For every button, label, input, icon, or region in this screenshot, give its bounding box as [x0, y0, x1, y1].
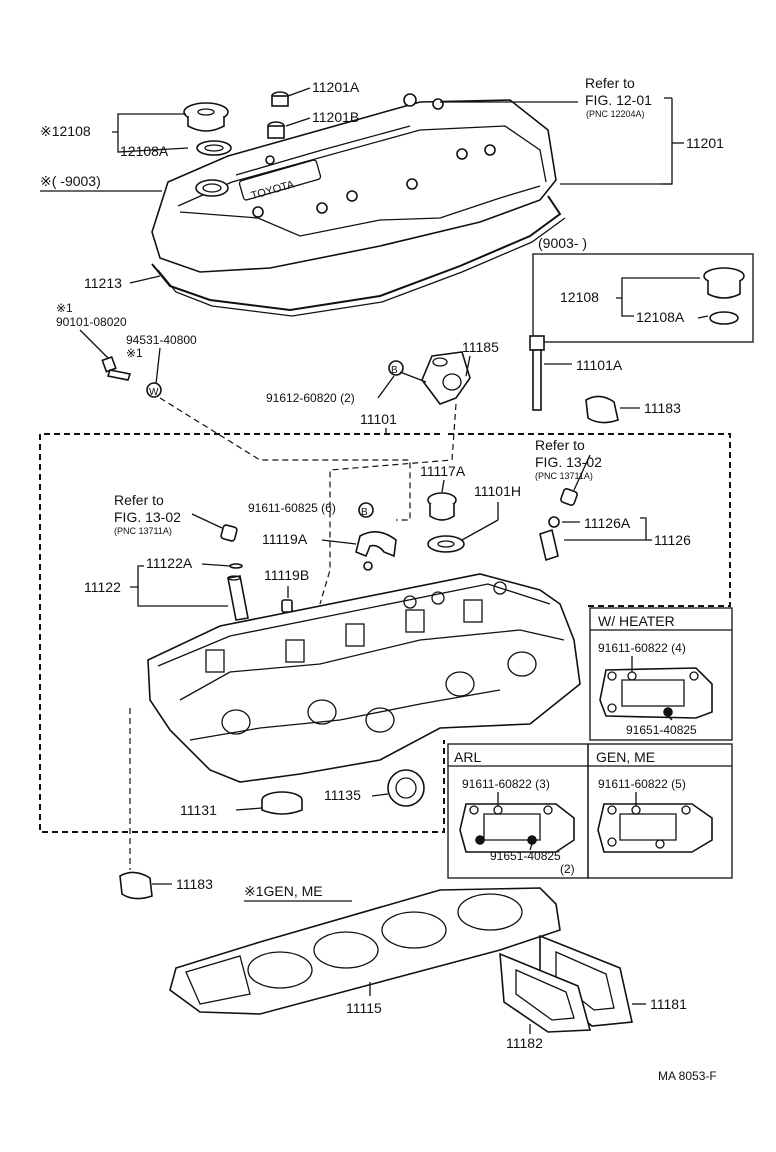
label-11101: 11101 [360, 411, 397, 427]
heater-bolt-label: 91611-60822 (4) [598, 641, 686, 655]
box-gen-me: GEN, ME 91611-60822 (5) [587, 743, 733, 879]
label-11213: 11213 [84, 275, 122, 291]
note-9003: ※( -9003) [40, 173, 101, 189]
pin-11119B[interactable] [281, 599, 293, 613]
box-9003-title: (9003- ) [538, 235, 587, 251]
valve-guide-11122[interactable] [227, 575, 249, 621]
refer2-line1: Refer to [535, 437, 585, 453]
seal-11135[interactable] [387, 769, 425, 807]
bracket-11119A[interactable] [355, 531, 397, 558]
label-94531-40800: 94531-40800 [126, 333, 197, 347]
plug-11183-top[interactable] [585, 395, 619, 424]
arl-title: ARL [454, 749, 481, 765]
arl-bolt-label: 91611-60822 (3) [462, 777, 550, 791]
label-11122A: 11122A [146, 555, 193, 571]
label-11183-top: 11183 [644, 400, 681, 416]
diagram-code: MA 8053-F [658, 1069, 717, 1083]
cap-gasket[interactable] [196, 140, 232, 156]
grommet-11201B[interactable] [267, 121, 285, 139]
heater-nut-label: 91651-40825 [626, 723, 697, 737]
label-11182: 11182 [506, 1035, 543, 1051]
b-letter: B [391, 365, 398, 376]
refer2-line2: FIG. 13-02 [535, 454, 602, 470]
refer3-line2: FIG. 13-02 [114, 509, 181, 525]
valve-11126[interactable] [539, 516, 560, 562]
refer3-line3: (PNC 13711A) [114, 526, 172, 536]
refer1-line3: (PNC 12204A) [586, 109, 645, 119]
b-letter-2: B [361, 507, 368, 518]
box-w-heater: W/ HEATER 91611-60822 (4) 91651-40825 [589, 607, 733, 741]
washer-star: ※1 [126, 346, 143, 360]
box-label-12108A: 12108A [636, 309, 685, 325]
arl-nut-label: 91651-40825 [490, 849, 561, 863]
seal-11117A[interactable] [427, 492, 457, 521]
bolt-90101[interactable] [101, 355, 132, 381]
bolt-star: ※1 [56, 301, 73, 315]
cap-gasket-alt[interactable] [709, 311, 739, 325]
oil-filler-cap[interactable] [183, 102, 229, 132]
label-91612-60820: 91612-60820 (2) [266, 391, 355, 405]
filler-cap-alt[interactable] [703, 267, 745, 299]
arl-nut-qty: (2) [560, 862, 575, 876]
head-gasket[interactable] [169, 887, 561, 1015]
refer2-line3: (PNC 13711A) [535, 471, 593, 481]
lifter-left[interactable] [220, 524, 238, 542]
label-11131: 11131 [180, 802, 217, 818]
label-12108: ※12108 [40, 123, 91, 139]
label-11126: 11126 [654, 532, 691, 548]
b-marker [388, 360, 404, 376]
label-11135: 11135 [324, 787, 361, 803]
label-11181: 11181 [650, 996, 687, 1012]
refer1-line2: FIG. 12-01 [585, 92, 652, 108]
box-label-12108: 12108 [560, 289, 599, 305]
grommet-11201A[interactable] [271, 91, 289, 107]
label-11201: 11201 [686, 135, 724, 151]
refer1-line1: Refer to [585, 75, 635, 91]
genme-note: ※1GEN, ME [244, 883, 323, 899]
label-91611-60825: 91611-60825 (6) [248, 501, 336, 515]
seal-11131[interactable] [261, 791, 303, 815]
head-bolt-11101A[interactable] [529, 335, 545, 411]
heater-title: W/ HEATER [598, 613, 675, 629]
bracket-11185[interactable] [421, 351, 471, 405]
box-arl: ARL 91611-60822 (3) 91651-40825 (2) [447, 743, 589, 879]
label-11117A: 11117A [420, 463, 466, 479]
washer-11101H[interactable] [427, 535, 465, 553]
washer-letter: W [149, 387, 159, 398]
cylinder-head[interactable] [147, 573, 581, 783]
label-11126A: 11126A [584, 515, 631, 531]
valve-lifter-top[interactable] [560, 488, 578, 506]
b-marker-2 [358, 502, 374, 518]
label-11201A: 11201A [312, 79, 360, 95]
label-12108A: 12108A [120, 143, 169, 159]
plug-11183-bottom[interactable] [119, 871, 153, 900]
genme-title: GEN, ME [596, 749, 655, 765]
label-11115: 11115 [346, 1000, 382, 1016]
label-11119A: 11119A [262, 531, 308, 547]
genme-bolt-label: 91611-60822 (5) [598, 777, 686, 791]
plate-11182[interactable] [499, 952, 592, 1033]
label-11185: 11185 [462, 339, 499, 355]
label-11101A: 11101A [576, 357, 623, 373]
label-11101H: 11101H [474, 483, 521, 499]
label-90101-08020: 90101-08020 [56, 315, 127, 329]
cylinder-head-cover[interactable]: TOYOTA [151, 93, 557, 273]
box-9003: (9003- ) 12108 12108A [532, 235, 754, 343]
label-11201B: 11201B [312, 109, 359, 125]
washer-marker [146, 382, 162, 398]
label-11122: 11122 [84, 579, 121, 595]
refer3-line1: Refer to [114, 492, 164, 508]
label-11119B: 11119B [264, 567, 309, 583]
label-11183-bottom: 11183 [176, 876, 213, 892]
cover-gasket[interactable] [151, 195, 562, 312]
